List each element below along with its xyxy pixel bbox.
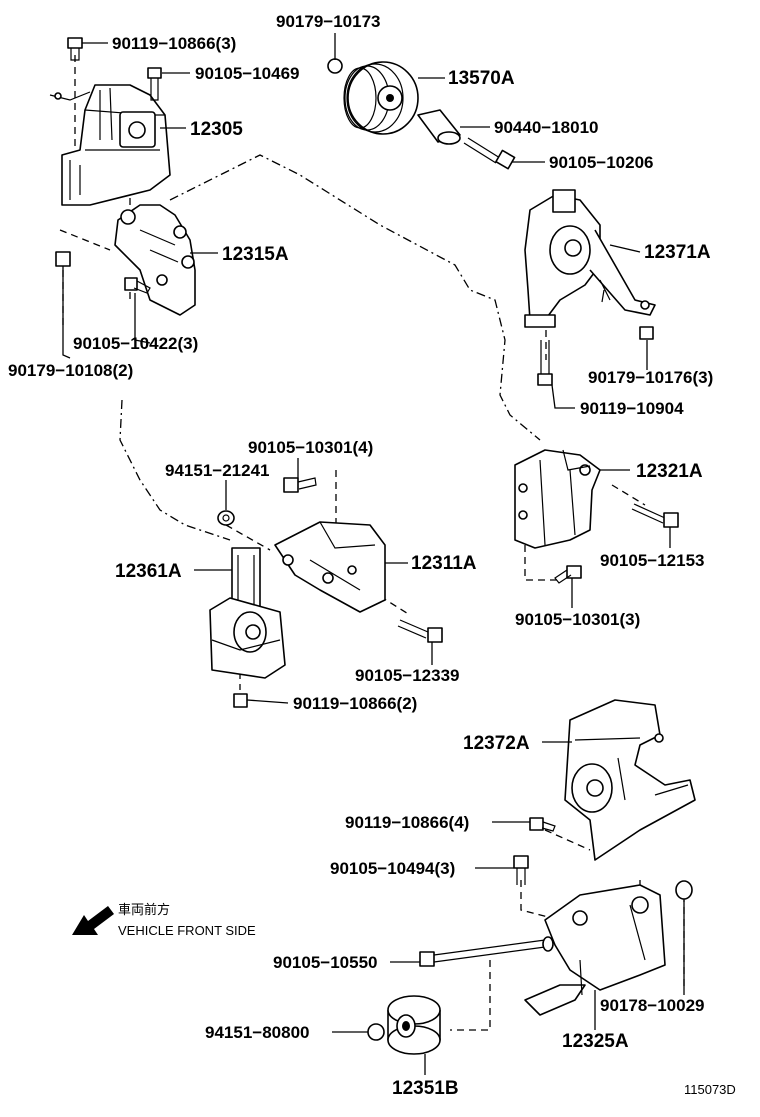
label-13570A: 13570A	[448, 68, 515, 89]
direction-label-jp: 車両前方	[118, 902, 170, 917]
leader-lines	[62, 33, 685, 1075]
part-12305-mount	[49, 84, 171, 206]
part-12371A-mount	[524, 189, 656, 328]
figure-id: 115073D	[684, 1082, 736, 1097]
label-90179-10176-3: 90179−10176(3)	[588, 368, 713, 387]
label-94151-21241: 94151−21241	[165, 461, 269, 480]
label-12351B: 12351B	[392, 1078, 459, 1099]
label-90105-12339: 90105−12339	[355, 666, 459, 685]
part-12325A-bracket	[524, 884, 666, 1016]
label-12305: 12305	[190, 119, 243, 140]
label-90119-10904: 90119−10904	[580, 399, 684, 418]
bolt-90119-10904	[537, 340, 553, 386]
label-90105-10469: 90105−10469	[195, 64, 299, 83]
label-90119-10866-2: 90119−10866(2)	[293, 694, 417, 713]
part-12361A-mount	[209, 547, 286, 679]
bolt-90119-10866-mid	[233, 693, 248, 708]
part-12351B-bushing	[387, 995, 441, 1055]
bolt-90179-10176	[639, 326, 654, 340]
vehicle-front-indicator: 車両前方 VEHICLE FRONT SIDE	[72, 902, 256, 938]
nut-90179-10108	[55, 251, 71, 267]
label-90105-10494-3: 90105−10494(3)	[330, 859, 455, 878]
label-12325A: 12325A	[562, 1031, 629, 1052]
label-90178-10029: 90178−10029	[600, 996, 704, 1015]
bolt-90105-10550	[419, 936, 554, 967]
label-12371A: 12371A	[644, 242, 711, 263]
label-94151-80800: 94151−80800	[205, 1023, 309, 1042]
label-90105-10301-3: 90105−10301(3)	[515, 610, 640, 629]
label-90105-10550: 90105−10550	[273, 953, 377, 972]
label-90119-10866-4: 90119−10866(4)	[345, 813, 469, 832]
nut-90178-10029	[675, 880, 693, 900]
direction-label-en: VEHICLE FRONT SIDE	[118, 923, 256, 938]
part-12311A-bracket	[274, 521, 386, 613]
label-90105-10206: 90105−10206	[549, 153, 653, 172]
label-12311A: 12311A	[411, 553, 477, 574]
label-12315A: 12315A	[222, 244, 289, 265]
bolt-90105-12153	[631, 503, 679, 528]
label-90119-10866-3: 90119−10866(3)	[112, 34, 236, 53]
nut-90179-10173	[327, 58, 343, 74]
label-90440-18010: 90440−18010	[494, 118, 598, 137]
label-90179-10108-2: 90179−10108(2)	[8, 361, 133, 380]
label-12372A: 12372A	[463, 733, 530, 754]
nut-94151-21241	[217, 510, 235, 526]
part-12321A-bracket	[514, 449, 601, 549]
part-12372A-mount	[564, 699, 696, 861]
bolt-90105-10422	[124, 277, 151, 294]
front-direction-arrow-icon	[72, 906, 114, 935]
nut-94151-80800	[367, 1023, 385, 1041]
label-12321A: 12321A	[636, 461, 703, 482]
label-90105-12153: 90105−12153	[600, 551, 704, 570]
label-90179-10173: 90179−10173	[276, 12, 380, 31]
bolt-90105-10494	[513, 855, 529, 885]
bolt-90105-10469	[147, 67, 162, 101]
label-90105-10422-3: 90105−10422(3)	[73, 334, 198, 353]
bolt-90105-12339	[397, 619, 443, 643]
bolt-90105-10206	[463, 137, 516, 170]
collar-90440-18010	[417, 109, 461, 145]
label-12361A: 12361A	[115, 561, 182, 582]
part-labels: 90179−10173 90119−10866(3) 90105−10469 1…	[8, 12, 713, 1099]
label-90105-10301-4: 90105−10301(4)	[248, 438, 373, 457]
bolt-90105-10301-right	[554, 565, 582, 584]
bolt-90105-10301-left	[283, 477, 317, 493]
part-13570A-pulley	[343, 61, 419, 135]
bolt-90119-10866-lower	[529, 817, 556, 832]
part-12315A-bracket	[114, 204, 196, 316]
